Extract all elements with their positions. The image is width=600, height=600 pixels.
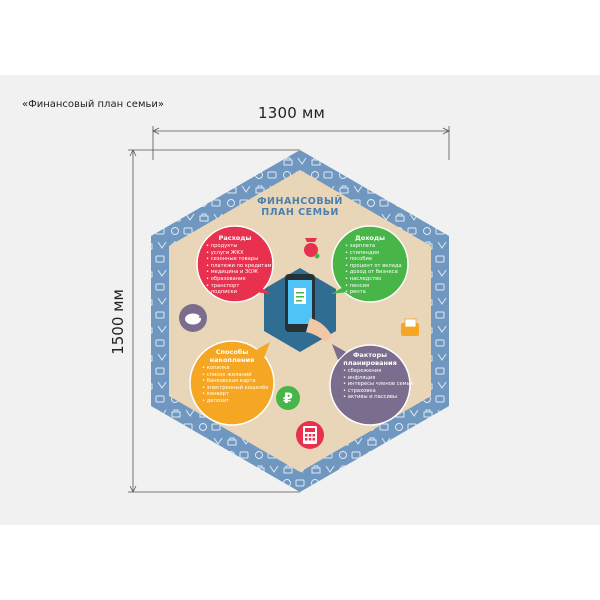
expenses-title: Расходы xyxy=(218,234,252,242)
list-item: платежи по кредитам xyxy=(206,263,272,270)
income-list: зарплата стипендия пособие процент от вк… xyxy=(345,243,402,296)
list-item: список желаний xyxy=(202,372,268,379)
wallet-icon xyxy=(401,318,419,336)
factors-list: сбережения инфляция интересы членов семь… xyxy=(343,368,413,401)
savings-title: Способы накопления xyxy=(200,348,264,364)
list-item: пособие xyxy=(345,256,402,263)
list-item: образование xyxy=(206,276,271,283)
income-title: Доходы xyxy=(354,234,386,242)
board-title: ФИНАНСОВЫЙ ПЛАН СЕМЬИ xyxy=(245,196,355,218)
list-item: копилка xyxy=(202,365,268,372)
list-item: услуги ЖКХ xyxy=(206,250,271,257)
list-item: стипендия xyxy=(345,250,402,257)
expenses-list: продукты услуги ЖКХ сезонные товары плат… xyxy=(206,243,272,296)
list-item: депозит xyxy=(202,398,268,405)
piggy-bank-icon xyxy=(179,304,207,332)
list-item: зарплата xyxy=(345,243,402,250)
calculator-icon xyxy=(296,421,324,449)
list-item: сбережения xyxy=(343,368,413,375)
list-item: электронный кошелёк xyxy=(202,385,269,392)
list-item: медицина и ЗОЖ xyxy=(206,269,271,276)
width-dimension-label: 1300 мм xyxy=(258,104,325,122)
list-item: процент от вклада xyxy=(345,263,402,270)
list-item: доход от бизнеса xyxy=(345,269,402,276)
list-item: страховка xyxy=(343,388,413,395)
list-item: транспорт xyxy=(206,283,271,290)
phone-document-icon xyxy=(285,274,332,342)
width-dimension-line xyxy=(152,126,450,160)
list-item: банковская карта xyxy=(202,378,268,385)
list-item: инфляция xyxy=(343,375,413,382)
list-item: подписки xyxy=(206,289,271,296)
factors-title-line-2: планирования xyxy=(343,359,397,367)
factors-title: Факторы планирования xyxy=(338,351,402,367)
ruble-icon: ₽ xyxy=(276,386,300,410)
money-bag-icon xyxy=(304,238,320,259)
savings-list: копилка список желаний банковская карта … xyxy=(202,365,269,405)
list-item: интересы членов семьи xyxy=(343,381,413,388)
list-item: рента xyxy=(345,289,402,296)
board-title-line-1: ФИНАНСОВЫЙ xyxy=(257,196,343,207)
list-item: активы и пассивы xyxy=(343,394,413,401)
page-caption: «Финансовый план семьи» xyxy=(22,99,164,110)
board-title-line-2: ПЛАН СЕМЬИ xyxy=(261,207,339,218)
list-item: конверт xyxy=(202,391,268,398)
savings-title-line-1: Способы xyxy=(215,348,249,356)
factors-title-line-1: Факторы xyxy=(352,351,387,359)
list-item: пенсия xyxy=(345,283,402,290)
savings-title-line-2: накопления xyxy=(209,356,255,364)
height-dimension-line xyxy=(128,149,300,493)
list-item: сезонные товары xyxy=(206,256,271,263)
list-item: продукты xyxy=(206,243,271,250)
svg-text:₽: ₽ xyxy=(283,391,293,407)
list-item: наследство xyxy=(345,276,402,283)
